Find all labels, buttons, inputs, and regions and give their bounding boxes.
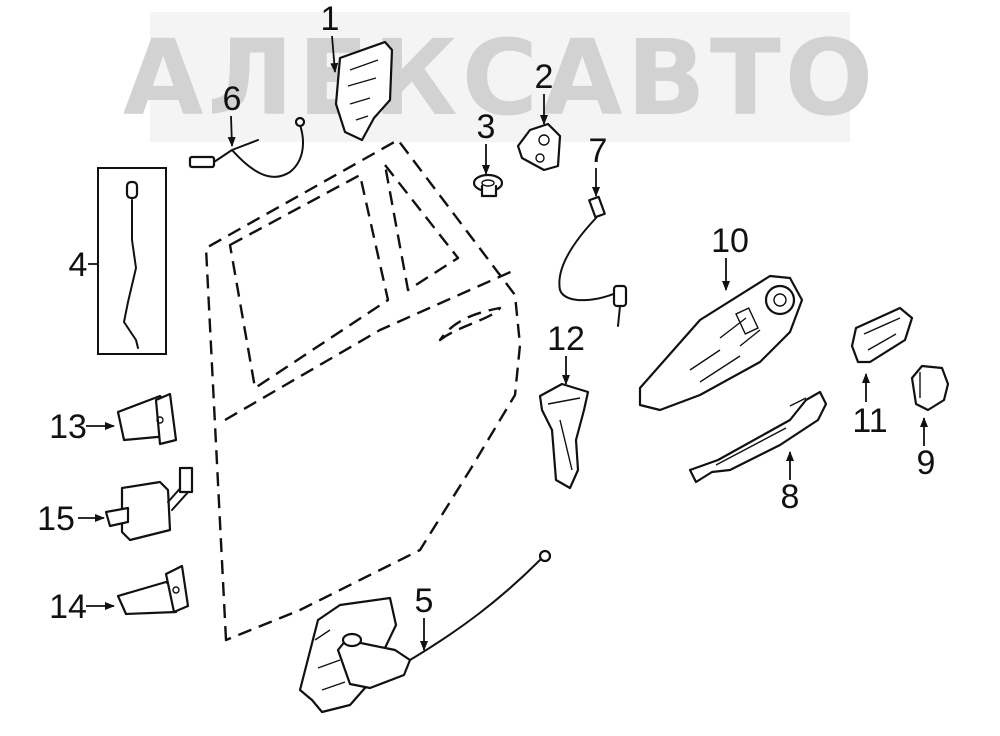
callout-15: 15: [37, 500, 75, 538]
watermark-band: [150, 12, 850, 142]
watermark-text: АЛЕКСАВТО: [123, 17, 877, 139]
part-2-striker: [516, 122, 562, 172]
part-1-lock-bracket: [334, 40, 394, 142]
part-6-cable: [188, 116, 306, 178]
callout-8: 8: [781, 478, 800, 516]
part-5-door-latch: [298, 549, 552, 714]
watermark: АЛЕКСАВТО: [123, 12, 877, 142]
part-3-bolt: [472, 173, 504, 198]
part-8-outer-handle: [688, 390, 828, 484]
callout-13: 13: [49, 408, 87, 446]
callout-6: 6: [223, 80, 242, 118]
callout-12: 12: [547, 320, 585, 358]
callout-2: 2: [535, 58, 554, 96]
part-7-cable: [558, 195, 628, 327]
part-10-handle-carrier: [638, 274, 804, 412]
part-12-bracket: [538, 382, 590, 490]
callout-numbers: 1 2 3 4 5 6 7 8 9 10 11 12 13 14 15: [37, 0, 935, 626]
part-14-hinge: [116, 564, 190, 616]
callout-14: 14: [49, 588, 87, 626]
callout-9: 9: [917, 444, 936, 482]
callout-11: 11: [852, 402, 887, 440]
callout-1: 1: [321, 0, 340, 38]
part-15-door-check: [104, 466, 194, 542]
rear-door-outline: [204, 138, 522, 642]
callout-4: 4: [69, 246, 88, 284]
part-13-hinge: [116, 392, 178, 446]
part-9-end-cap: [910, 364, 950, 412]
callout-10: 10: [711, 222, 749, 260]
callout-5: 5: [415, 582, 434, 620]
leader-lines: [78, 35, 928, 651]
callout-7: 7: [589, 132, 608, 170]
part-11-handle-cover: [850, 306, 914, 364]
part-4-lock-rod: [97, 167, 167, 355]
callout-3: 3: [477, 108, 496, 146]
part-4-box: [97, 167, 167, 355]
